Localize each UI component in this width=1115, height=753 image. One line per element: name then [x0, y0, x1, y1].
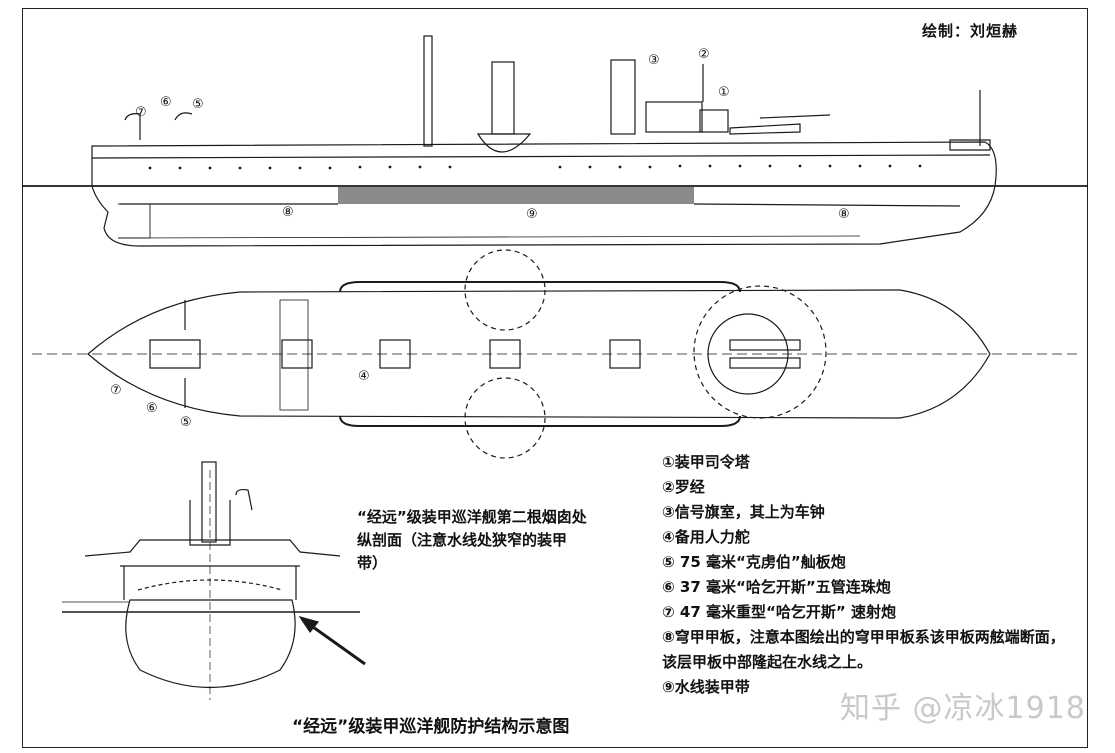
- sponson-port: [464, 249, 546, 331]
- section-caption: “经远”级装甲巡洋舰第二根烟囱处纵剖面（注意水线处狭窄的装甲带）: [357, 508, 587, 572]
- marker-2: ②: [698, 47, 710, 62]
- legend-item: ⑧穹甲甲板，注意本图绘出的穹甲甲板系该甲板两舷端断面，该层甲板中部隆起在水线之上…: [662, 628, 1065, 671]
- marker-8-aft: ⑧: [282, 205, 294, 220]
- portholes: [148, 164, 922, 170]
- cross-section: [62, 461, 366, 700]
- watermark: 知乎 @凉冰1918: [840, 691, 1086, 726]
- marker-5-plan: ⑤: [180, 415, 192, 430]
- legend-item: ②罗经: [662, 478, 705, 496]
- legend-item: ①装甲司令塔: [662, 453, 750, 471]
- bridge: [645, 101, 703, 133]
- main-turret: [707, 313, 789, 395]
- sponson-starboard: [464, 377, 546, 459]
- marker-6-plan: ⑥: [146, 401, 158, 416]
- deck-outline: [87, 289, 991, 419]
- legend-item: ④备用人力舵: [662, 528, 750, 546]
- legend-item: ⑨水线装甲带: [662, 678, 750, 696]
- marker-6-side: ⑥: [160, 95, 172, 110]
- plan-view: [32, 249, 1080, 459]
- marker-7-plan: ⑦: [110, 383, 122, 398]
- marker-9: ⑨: [526, 207, 538, 222]
- legend-item: ③信号旗室，其上为车钟: [662, 503, 825, 521]
- armor-belt: [338, 187, 694, 204]
- marker-3: ③: [648, 53, 660, 68]
- legend-item: ⑦ 47 毫米重型“哈乞开斯” 速射炮: [662, 603, 896, 621]
- marker-7-side: ⑦: [135, 105, 147, 120]
- hull-outline: [91, 141, 997, 247]
- drawing-credit: 绘制：刘烜赫: [922, 22, 1019, 40]
- marker-8-fore: ⑧: [838, 207, 850, 222]
- section-hull: [125, 599, 296, 688]
- marker-5-side: ⑤: [192, 97, 204, 112]
- section-mast: [201, 461, 217, 543]
- legend: ①装甲司令塔 ②罗经 ③信号旗室，其上为车钟 ④备用人力舵 ⑤ 75 毫米“克虏…: [662, 450, 1072, 700]
- sponson: [476, 133, 532, 153]
- belt-arrow: [305, 620, 366, 666]
- legend-item: ⑤ 75 毫米“克虏伯”舢板炮: [662, 553, 846, 571]
- foremast: [423, 35, 433, 147]
- side-elevation: [22, 35, 1088, 247]
- legend-item: ⑥ 37 毫米“哈乞开斯”五管连珠炮: [662, 578, 891, 596]
- turret-arc: [693, 285, 827, 419]
- figure-title: “经远”级装甲巡洋舰防护结构示意图: [292, 717, 570, 737]
- funnel-2: [610, 59, 636, 135]
- figure-frame: [22, 8, 1088, 748]
- funnel-1: [491, 61, 515, 135]
- marker-4: ④: [358, 369, 370, 384]
- marker-1: ①: [718, 85, 730, 100]
